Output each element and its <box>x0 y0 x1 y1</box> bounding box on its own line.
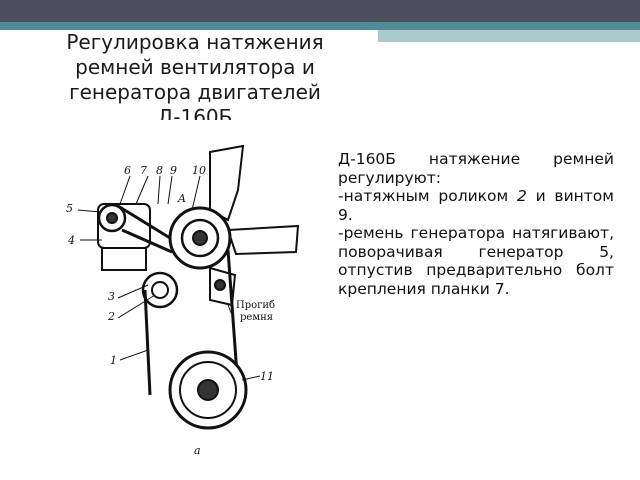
label-11: 11 <box>260 370 274 383</box>
body-line-3: -ремень генератора натягивают, поворачив… <box>338 224 614 298</box>
body-line-2-number: 2 <box>516 187 527 205</box>
header-band-white <box>0 30 378 42</box>
callout-deflection: Прогиб <box>236 300 275 311</box>
label-3: 3 <box>108 290 115 303</box>
body-line-2-prefix: -натяжным роликом <box>338 187 517 205</box>
header-band-dark <box>0 0 640 22</box>
label-a: A <box>177 192 186 205</box>
diagram-caption: а <box>194 444 201 457</box>
idler-pulley <box>141 271 179 309</box>
belt-tension-diagram: 1 2 3 4 5 6 7 8 9 10 11 A Прогиб ремня а <box>66 144 300 457</box>
leader-lines <box>77 175 261 381</box>
label-4: 4 <box>67 234 75 247</box>
fan-pulley <box>168 206 232 270</box>
header-band-light <box>378 30 640 42</box>
slide-title: Регулировка натяжения ремней вентилятора… <box>66 30 324 120</box>
callout-belt: ремня <box>240 312 273 323</box>
label-5: 5 <box>66 202 73 215</box>
label-7: 7 <box>140 164 147 177</box>
label-9: 9 <box>170 164 177 177</box>
label-1: 1 <box>110 354 117 367</box>
label-2: 2 <box>107 310 115 323</box>
slide-body-text: Д-160Б натяжение ремней регулируют: -нат… <box>338 150 614 298</box>
body-line-2-suffix: и винтом 9. <box>338 187 614 224</box>
body-line-2: -натяжным роликом 2 и винтом 9. <box>338 187 614 224</box>
header-band-teal <box>0 22 640 30</box>
fan-blade <box>209 144 300 256</box>
label-6: 6 <box>124 164 131 177</box>
crankshaft-pulley <box>168 350 248 430</box>
generator <box>97 203 151 271</box>
label-8: 8 <box>156 164 163 177</box>
body-line-1: Д-160Б натяжение ремней регулируют: <box>338 150 614 187</box>
label-10: 10 <box>192 164 206 177</box>
